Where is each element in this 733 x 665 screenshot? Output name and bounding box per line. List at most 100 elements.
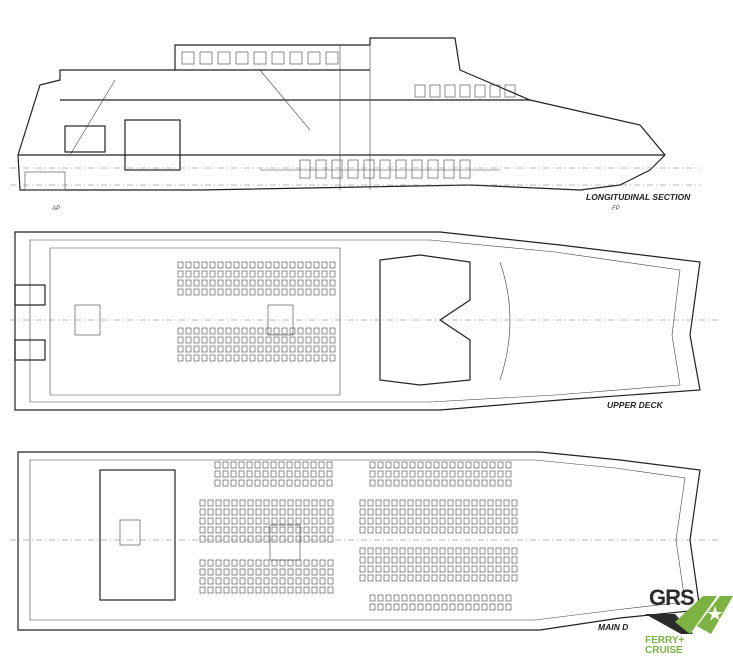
- seat: [489, 479, 496, 487]
- seat: [265, 327, 272, 335]
- seat: [447, 526, 454, 534]
- tank: [347, 159, 359, 179]
- seat: [463, 508, 470, 516]
- seat: [239, 499, 246, 507]
- seat: [201, 279, 208, 287]
- seat: [423, 526, 430, 534]
- seat: [481, 479, 488, 487]
- seat: [255, 559, 262, 567]
- seat: [222, 479, 229, 487]
- seat: [447, 565, 454, 573]
- seat: [447, 574, 454, 582]
- seat: [455, 574, 462, 582]
- window: [414, 84, 426, 98]
- seat: [223, 517, 230, 525]
- seat: [393, 461, 400, 469]
- seat: [231, 586, 238, 594]
- seat: [249, 261, 256, 269]
- seat: [201, 288, 208, 296]
- seat: [463, 517, 470, 525]
- seat: [255, 508, 262, 516]
- seat: [295, 586, 302, 594]
- seat: [247, 535, 254, 543]
- seat: [505, 479, 512, 487]
- seat: [238, 479, 245, 487]
- seat: [401, 603, 408, 611]
- seat: [297, 336, 304, 344]
- seat: [391, 556, 398, 564]
- seat: [270, 461, 277, 469]
- seat: [209, 345, 216, 353]
- seat: [207, 517, 214, 525]
- seat: [249, 336, 256, 344]
- seat: [487, 556, 494, 564]
- seat: [463, 547, 470, 555]
- seat: [281, 288, 288, 296]
- seat: [431, 508, 438, 516]
- seat: [270, 479, 277, 487]
- main-deck-plan: [10, 451, 720, 631]
- seat: [399, 574, 406, 582]
- seat: [295, 499, 302, 507]
- seat: [359, 556, 366, 564]
- seat: [207, 499, 214, 507]
- seat: [233, 261, 240, 269]
- window: [429, 84, 441, 98]
- tank: [443, 159, 455, 179]
- seat: [263, 517, 270, 525]
- seat: [281, 336, 288, 344]
- seat: [265, 336, 272, 344]
- seat: [439, 547, 446, 555]
- seat: [265, 261, 272, 269]
- seat: [321, 288, 328, 296]
- seat: [263, 568, 270, 576]
- seat: [511, 574, 518, 582]
- seat: [447, 508, 454, 516]
- seat: [489, 603, 496, 611]
- seat: [185, 354, 192, 362]
- seat: [239, 568, 246, 576]
- seat: [463, 526, 470, 534]
- seat: [391, 517, 398, 525]
- seat: [321, 270, 328, 278]
- seat: [495, 508, 502, 516]
- seat: [369, 603, 376, 611]
- seat: [295, 535, 302, 543]
- seat: [391, 565, 398, 573]
- seat: [393, 470, 400, 478]
- seat: [385, 470, 392, 478]
- seat: [217, 270, 224, 278]
- seat: [375, 556, 382, 564]
- seat: [263, 499, 270, 507]
- seat: [273, 288, 280, 296]
- seat: [279, 535, 286, 543]
- seat: [431, 547, 438, 555]
- seat: [431, 517, 438, 525]
- tank: [459, 159, 471, 179]
- seat: [263, 508, 270, 516]
- seat: [471, 556, 478, 564]
- seat: [303, 568, 310, 576]
- seat: [231, 526, 238, 534]
- seat: [505, 461, 512, 469]
- seat: [273, 279, 280, 287]
- seat: [471, 508, 478, 516]
- seat: [278, 470, 285, 478]
- seat: [193, 345, 200, 353]
- seat: [297, 345, 304, 353]
- seat: [257, 288, 264, 296]
- seat: [302, 470, 309, 478]
- seat: [367, 565, 374, 573]
- seat: [489, 594, 496, 602]
- seat: [313, 270, 320, 278]
- seat: [239, 517, 246, 525]
- seat: [495, 556, 502, 564]
- seat: [319, 526, 326, 534]
- seat: [265, 288, 272, 296]
- seat: [265, 270, 272, 278]
- seat: [239, 535, 246, 543]
- window: [235, 51, 249, 65]
- seat: [321, 345, 328, 353]
- grs-ferry-cruise-logo: GRS FERRY+CRUISE: [645, 586, 733, 665]
- seat: [247, 577, 254, 585]
